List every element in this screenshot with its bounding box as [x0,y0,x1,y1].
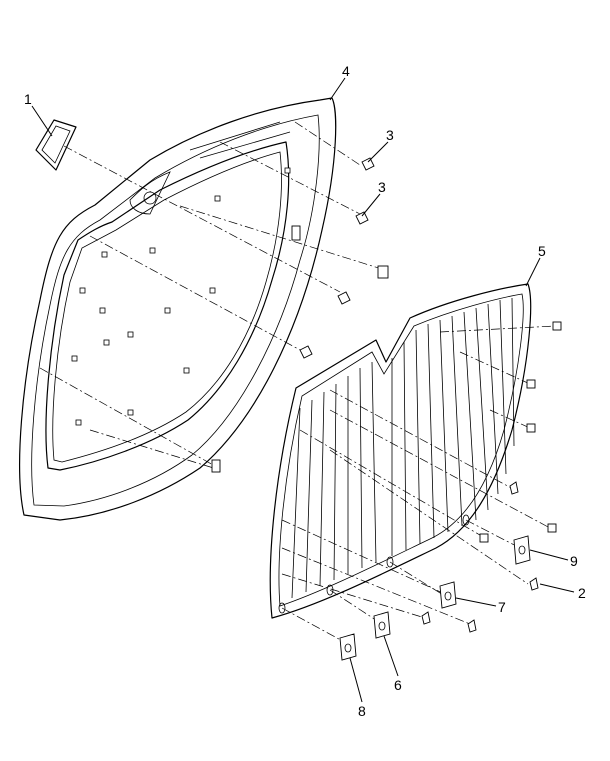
trim-panel-clip-holes [71,167,291,426]
glass-panel-grid-lines [291,297,515,599]
retainer-clips [211,225,562,543]
bracket-part-9 [513,535,531,565]
callout-4: 4 [342,63,350,79]
callout-3-lower: 3 [378,179,386,195]
callout-9: 9 [570,553,578,569]
bezel-part-1 [35,119,77,171]
callout-6: 6 [394,677,402,693]
leader-lines [31,77,575,703]
callout-5: 5 [538,243,546,259]
callout-labels: 1 2 3 3 4 5 6 7 8 9 [24,63,586,719]
pins-part-2 [421,481,539,633]
trim-panel-part-4 [19,97,337,521]
bracket-part-6 [373,611,391,639]
push-clips-part-3 [299,157,375,359]
glass-panel-part-5 [269,283,532,619]
callout-7: 7 [498,599,506,615]
callout-3-upper: 3 [386,127,394,143]
alignment-lines [39,121,556,645]
callout-8: 8 [358,703,366,719]
bracket-part-8 [339,633,357,661]
bracket-part-7 [439,581,457,609]
callout-1: 1 [24,91,32,107]
callout-2: 2 [578,585,586,601]
